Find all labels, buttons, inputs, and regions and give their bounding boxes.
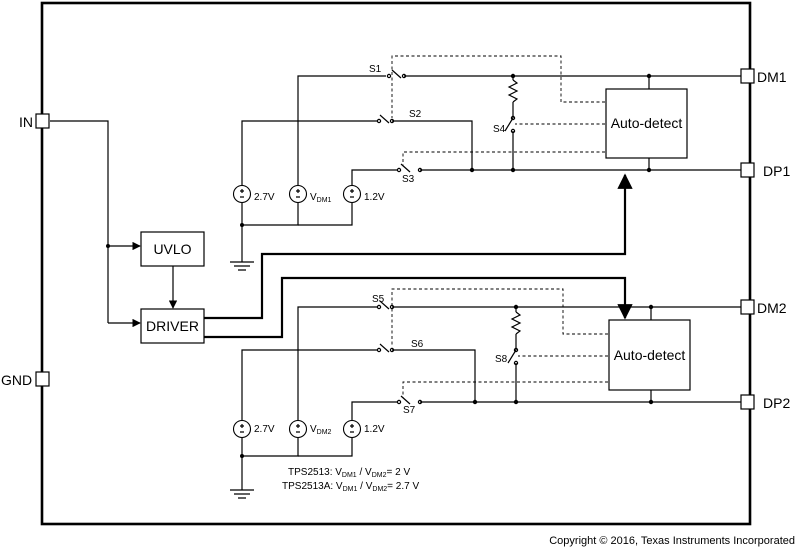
pin-dm2-label: DM2: [757, 300, 787, 316]
pin-dp2: [740, 394, 755, 410]
driver-output-top: [204, 173, 633, 320]
driver-block: [140, 308, 205, 344]
source-1v2-bottom: [342, 419, 362, 439]
autodetect-bottom-block: [608, 319, 691, 391]
driver-output-bottom: [204, 276, 633, 339]
switch-s7-label: S7: [403, 405, 416, 416]
source-1v2-top: [342, 184, 362, 204]
switch-s3-label: S3: [402, 174, 415, 185]
pin-in: [35, 113, 50, 129]
source-2v7-top: [232, 184, 252, 204]
label-1v2-bottom: 1.2V: [364, 424, 385, 435]
pin-dp1-label: DP1: [763, 163, 790, 179]
pin-gnd-label: GND: [1, 372, 32, 388]
switch-s6-label: S6: [411, 339, 424, 350]
source-2v7-bottom: [232, 419, 252, 439]
driver-label: DRIVER: [146, 318, 199, 334]
label-2v7-top: 2.7V: [254, 192, 275, 203]
pin-dm2: [740, 299, 755, 315]
source-vdm2: [288, 419, 308, 439]
device-outline: [40, 1, 752, 526]
autodetect-top-block: [605, 88, 688, 159]
switch-s8-label: S8: [495, 354, 508, 365]
source-vdm1: [288, 184, 308, 204]
label-2v7-bottom: 2.7V: [254, 424, 275, 435]
copyright: Copyright © 2016, Texas Instruments Inco…: [549, 535, 795, 547]
bottom-channel: [230, 288, 741, 499]
uvlo-block: [140, 231, 205, 267]
input-section: [50, 120, 178, 328]
pin-dm1-label: DM1: [757, 69, 787, 85]
autodetect-top-label: Auto-detect: [611, 115, 683, 131]
uvlo-label: UVLO: [153, 241, 191, 257]
switch-s1-label: S1: [369, 64, 382, 75]
top-channel: [230, 55, 741, 271]
label-vdm2: VDM2: [310, 424, 332, 436]
switch-s4-label: S4: [493, 124, 506, 135]
note-tps2513: TPS2513: VDM1 / VDM2= 2 V: [288, 467, 410, 479]
pin-gnd: [35, 371, 50, 387]
pin-dp2-label: DP2: [763, 395, 790, 411]
label-vdm1: VDM1: [310, 192, 332, 204]
pin-dp1: [740, 162, 755, 178]
pin-in-label: IN: [19, 114, 33, 130]
note-tps2513a: TPS2513A: VDM1 / VDM2= 2.7 V: [282, 481, 419, 493]
switch-s5-label: S5: [372, 294, 385, 305]
switch-s2-label: S2: [409, 109, 422, 120]
pin-dm1: [740, 68, 755, 84]
label-1v2-top: 1.2V: [364, 192, 385, 203]
autodetect-bottom-label: Auto-detect: [614, 347, 686, 363]
